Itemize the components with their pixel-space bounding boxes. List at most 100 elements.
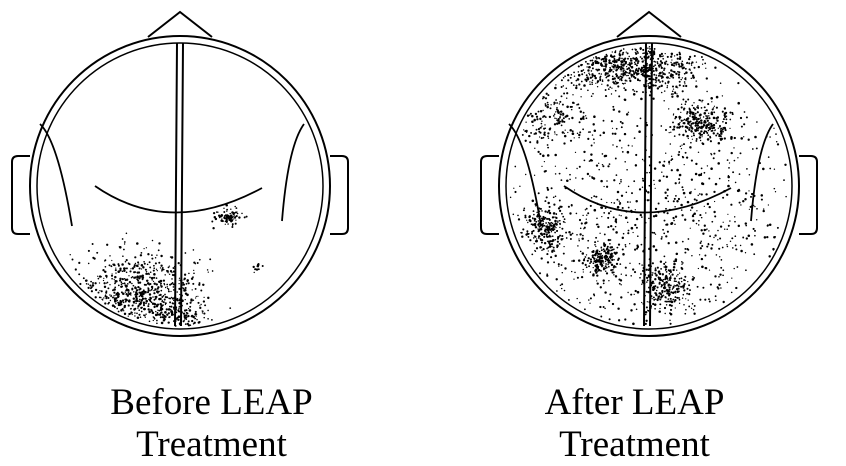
activity-dot [676,169,679,172]
activity-dot [664,307,666,309]
activity-dot [630,294,632,296]
activity-dot [744,198,746,200]
activity-dot [103,282,105,284]
activity-dot [673,200,675,202]
activity-dot [556,107,558,109]
activity-dot [634,249,636,251]
activity-dot [683,192,686,195]
activity-dot [671,169,673,171]
activity-dot [221,218,222,219]
activity-dot [595,266,597,268]
activity-dot [646,71,648,73]
activity-dot [173,267,175,269]
activity-dot [667,56,669,58]
activity-dot [561,120,564,123]
activity-dot [640,98,643,101]
activity-dot [701,120,702,121]
activity-dot [689,127,691,129]
activity-dot [635,70,637,72]
activity-dot [630,60,632,62]
activity-dot [546,196,548,198]
activity-dot [767,225,769,227]
activity-dot [676,126,678,128]
activity-dot [591,70,593,72]
activity-dot [729,128,730,129]
activity-dot [683,294,685,296]
activity-dot [148,311,151,314]
activity-dot [559,220,561,222]
activity-dot [666,271,668,273]
activity-dot [551,139,553,141]
activity-dot [725,122,727,124]
activity-dot [727,159,729,161]
activity-dot [592,80,593,81]
activity-dot [652,281,654,283]
activity-dot [534,236,536,238]
activity-dot [138,309,140,311]
activity-dot [569,174,571,176]
activity-dot [125,293,127,295]
activity-dot [704,63,706,65]
activity-dot [644,230,646,232]
activity-dot [654,272,656,274]
activity-dot [676,297,677,298]
activity-dot [629,62,631,64]
activity-dot [652,288,655,291]
activity-dot [691,255,692,256]
activity-dot [587,63,589,65]
activity-dot [646,269,648,271]
activity-dot [595,237,597,239]
activity-dot [718,276,720,278]
activity-dot [713,153,715,155]
activity-dot [547,135,549,137]
activity-dot [613,179,615,181]
activity-dot [553,102,555,104]
activity-dot [193,249,195,251]
activity-dot [554,255,556,257]
activity-dot [122,238,124,240]
activity-dot [550,107,552,109]
activity-dot [161,287,162,288]
activity-dot [579,233,581,235]
activity-dot [674,92,676,94]
activity-dot [547,224,548,225]
activity-dot [634,90,636,92]
activity-dot [612,76,614,78]
activity-dot [568,299,570,301]
activity-dot [697,195,698,196]
activity-dot [704,130,706,132]
activity-dot [590,297,592,299]
activity-dot [632,49,633,50]
activity-dot [728,167,730,169]
activity-dot [599,306,601,308]
activity-dot [670,56,672,58]
activity-dot [723,127,726,130]
activity-dot [606,249,608,251]
activity-dot [691,65,692,66]
activity-dot [753,205,754,206]
activity-dot [665,83,667,85]
activity-dot [535,221,537,223]
activity-dot [744,111,746,113]
activity-dot [620,179,622,181]
activity-dot [717,162,720,165]
activity-dot [699,136,702,139]
activity-dot [156,277,158,279]
activity-dot [672,77,674,79]
activity-dot [120,303,122,305]
activity-dot [649,51,651,53]
activity-dot [695,163,697,165]
activity-dot [677,87,678,88]
activity-dot [742,237,744,239]
activity-dot [553,261,555,263]
activity-dot [140,299,143,302]
activity-dot [653,296,655,298]
activity-dot [698,99,700,101]
activity-dot [701,142,703,144]
activity-dot [656,74,657,75]
activity-dot [704,225,706,227]
activity-dot [702,59,704,61]
activity-dot [661,236,663,238]
activity-dot [617,206,620,209]
activity-dot [678,290,680,292]
